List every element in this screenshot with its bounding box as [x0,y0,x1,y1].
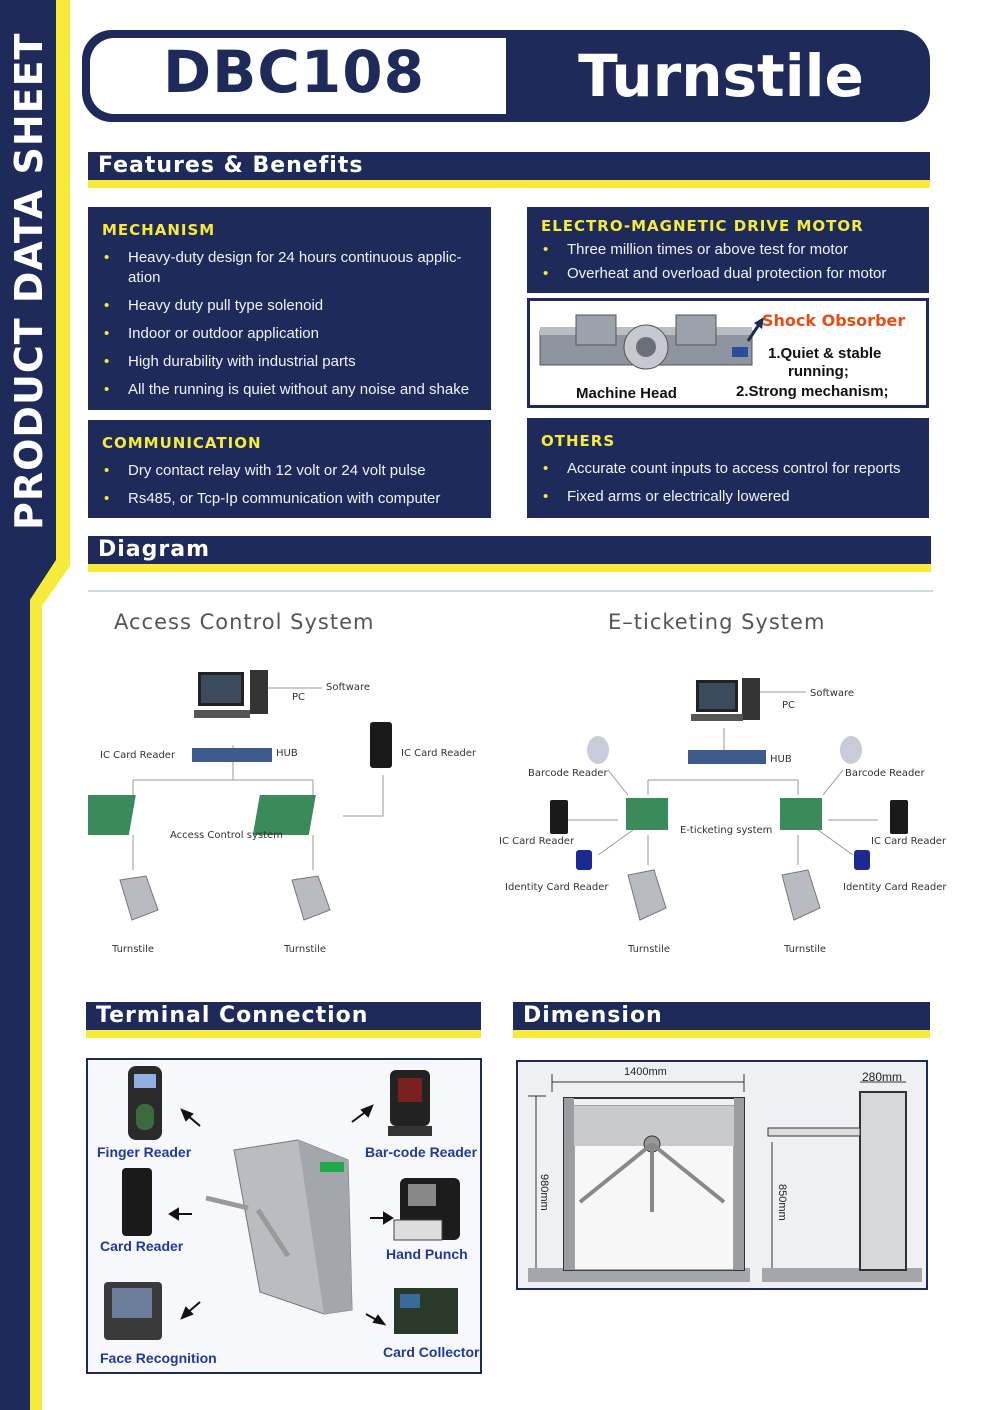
eticket-id-left-label: Identity Card Reader [505,882,609,893]
mechanism-item: Indoor or outdoor application [102,324,477,344]
mechanism-title: MECHANISM [102,221,216,239]
communication-item: Dry contact relay with 12 volt or 24 vol… [102,461,477,481]
features-bar: Features & Benefits [88,152,930,188]
dimension-heading: Dimension [523,1003,663,1028]
shock-feature-1: 1.Quiet & stable [768,345,882,362]
access-ic-reader-left-label: IC Card Reader [100,750,176,761]
access-controller-label: Access Control system [170,830,283,841]
product-name: Turnstile [578,42,864,110]
header-banner: DBC108 Turnstile [82,30,930,122]
features-heading: Features & Benefits [98,153,364,178]
access-software-label: Software [326,682,371,693]
motor-box: ELECTRO-MAGNETIC DRIVE MOTOR Three milli… [527,207,929,293]
dimension-drawing [528,1074,922,1282]
access-turnstile-right-label: Turnstile [284,944,327,955]
model-number: DBC108 [163,38,425,106]
diagram-divider [88,590,933,592]
diagram-area: Access Control System E–ticketing System [88,590,946,970]
hand-punch-label: Hand Punch [386,1246,468,1262]
eticket-turnstile-left-label: Turnstile [628,944,671,955]
motor-title: ELECTRO-MAGNETIC DRIVE MOTOR [541,217,864,235]
system-diagram-graphics [88,670,908,921]
eticket-barcode-right-label: Barcode Reader [845,768,925,779]
others-title: OTHERS [541,432,616,450]
barcode-reader-label: Bar-code Reader [365,1144,478,1160]
access-hub-label: HUB [276,748,298,759]
terminal-heading: Terminal Connection [96,1003,369,1028]
mechanism-item: Heavy-duty design for 24 hours continuou… [102,248,477,288]
finger-reader-label: Finger Reader [97,1144,192,1160]
communication-box: COMMUNICATION Dry contact relay with 12 … [88,420,491,518]
card-reader-label: Card Reader [100,1238,184,1254]
dimension-bar: Dimension [513,1002,930,1038]
access-pc-label: PC [292,692,306,703]
eticket-turnstile-right-label: Turnstile [784,944,827,955]
model-box [90,38,506,114]
eticket-ic-left-label: IC Card Reader [499,836,575,847]
motor-item: Three million times or above test for mo… [541,240,915,260]
motor-item: Overheat and overload dual protection fo… [541,264,915,284]
shock-feature-1-cont: running; [788,363,849,380]
mechanism-item: High durability with industrial parts [102,352,477,372]
eticketing-title: E–ticketing System [608,610,826,634]
arm-height-dimension: 850mm [776,1184,788,1221]
shock-absorber-title: Shock Obsorber [762,311,906,330]
eticket-id-right-label: Identity Card Reader [843,882,947,893]
terminal-graphics [104,1066,460,1340]
card-collector-label: Card Collector [383,1344,480,1360]
face-recognition-label: Face Recognition [100,1350,217,1366]
access-turnstile-left-label: Turnstile [112,944,155,955]
shock-absorber-panel: Shock Obsorber 1.Quiet & stable running;… [527,298,929,408]
machine-head-image [539,314,753,370]
communication-item: Rs485, or Tcp-Ip communication with comp… [102,489,477,509]
dimension-panel: 1400mm 980mm 850mm 280mm [516,1060,928,1290]
arrow-icon [746,317,764,342]
others-item: Accurate count inputs to access control … [541,459,915,479]
access-control-title: Access Control System [114,610,375,634]
others-box: OTHERS Accurate count inputs to access c… [527,418,929,518]
others-item: Fixed arms or electrically lowered [541,487,915,507]
eticket-software-label: Software [810,688,855,699]
diagram-bar: Diagram [88,536,931,572]
communication-title: COMMUNICATION [102,434,262,452]
mechanism-item: Heavy duty pull type solenoid [102,296,477,316]
mechanism-box: MECHANISM Heavy-duty design for 24 hours… [88,207,491,410]
eticket-ic-right-label: IC Card Reader [871,836,947,847]
eticket-pc-label: PC [782,700,796,711]
eticket-hub-label: HUB [770,754,792,765]
pc-icon [194,670,268,718]
eticket-controller-label: E-ticketing system [680,825,773,836]
height-dimension: 980mm [538,1174,550,1211]
side-band [0,0,70,1410]
shock-feature-2: 2.Strong mechanism; [736,383,889,400]
eticket-barcode-left-label: Barcode Reader [528,768,608,779]
width-dimension: 1400mm [624,1066,667,1078]
diagram-heading: Diagram [98,537,211,562]
side-label: PRODUCT DATA SHEET [7,32,51,530]
terminal-connection-panel: Finger Reader Card Reader Face Recogniti… [86,1058,482,1374]
access-ic-reader-right-label: IC Card Reader [401,748,477,759]
mechanism-item: All the running is quiet without any noi… [102,380,477,400]
terminal-bar: Terminal Connection [86,1002,481,1038]
depth-dimension: 280mm [862,1070,903,1084]
machine-head-label: Machine Head [576,385,677,402]
